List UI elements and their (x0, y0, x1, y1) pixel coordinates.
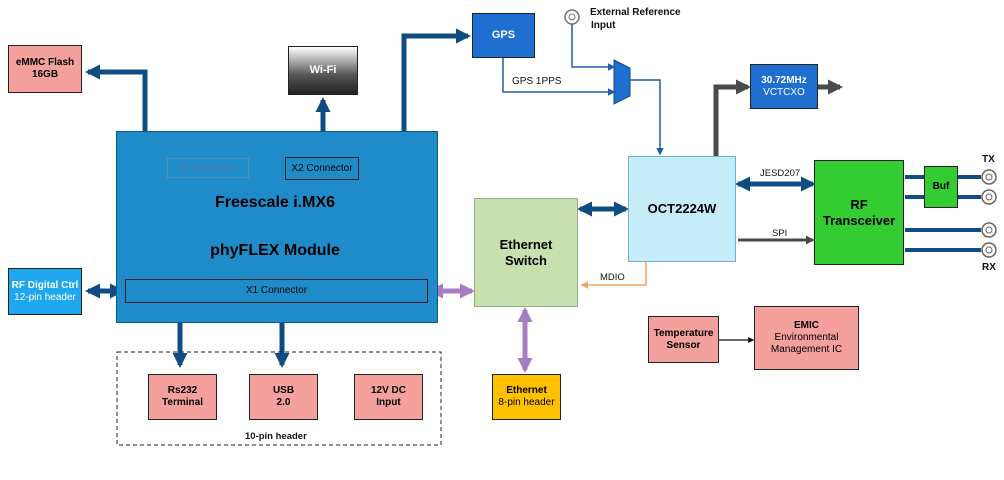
clock-mux (613, 59, 631, 105)
ethswitch-line1: Ethernet (499, 236, 553, 252)
usb-block: USB 2.0 (249, 374, 318, 420)
ethheader-line2: 8-pin header (498, 397, 555, 408)
emic-line2: Environmental (774, 332, 839, 343)
oct-label: OCT2224W (647, 201, 717, 217)
usb-line2: 2.0 (276, 397, 291, 408)
rf-line2: Transceiver (822, 212, 896, 228)
ext-ref-connector-icon (564, 9, 580, 25)
usb-line1: USB (272, 385, 295, 396)
mux-oct-link (630, 79, 664, 156)
module-label2: phyFLEX Module (210, 242, 340, 260)
temperature-sensor-block: Temperature Sensor (648, 316, 719, 363)
vctcxo-block: 30.72MHz VCTCXO (750, 64, 818, 109)
temp-line2: Sensor (666, 339, 701, 351)
ten-pin-header-frame (116, 351, 442, 446)
temp-line1: Temperature (653, 327, 714, 339)
emic-line3: Management IC (770, 344, 843, 355)
gps-label: GPS (491, 28, 516, 41)
tx-connector-icon (981, 169, 997, 205)
oct2224w-block: OCT2224W (628, 156, 736, 262)
ethernet-switch-block: Ethernet Switch (474, 198, 578, 307)
rs232-line1: Rs232 (167, 385, 198, 396)
spi-label: SPI (772, 228, 788, 239)
ext-ref-label-line1: External Reference (590, 7, 681, 18)
x3-label: X3 Connector (178, 162, 238, 174)
rx-label: RX (982, 262, 996, 273)
x2-label: X2 Connector (291, 162, 353, 174)
gps-block: GPS (472, 13, 535, 58)
buf-label: Buf (932, 181, 950, 192)
mdio-label: MDIO (600, 272, 625, 283)
rfctrl-line1: RF Digital Ctrl (11, 279, 79, 291)
emic-line1: EMIC (794, 320, 819, 331)
rs232-block: Rs232 Terminal (148, 374, 217, 420)
jesd207-label: JESD207 (760, 168, 801, 179)
rs232-line2: Terminal (162, 397, 203, 408)
emmc-line1: eMMC Flash (15, 57, 75, 68)
gps-1pps-label: GPS 1PPS (512, 76, 562, 87)
emmc-line2: 16GB (31, 69, 59, 80)
wifi-label: Wi-Fi (309, 63, 337, 76)
rx-connector-icon (981, 222, 997, 258)
x1-connector: X1 Connector (125, 279, 428, 303)
ext-ref-label-line2: Input (591, 20, 616, 31)
ethernet-header-block: Ethernet 8-pin header (492, 374, 561, 420)
buf-block: Buf (924, 166, 958, 208)
emic-block: EMIC Environmental Management IC (754, 306, 859, 370)
module-title-line1: Freescale i.MX6 (150, 190, 400, 216)
module-label1: Freescale i.MX6 (214, 194, 336, 212)
rf-line1: RF (850, 196, 868, 212)
emmc-flash-block: eMMC Flash 16GB (8, 45, 82, 93)
vctcxo-line2: VCTCXO (763, 86, 805, 98)
dc-input-block: 12V DC Input (354, 374, 423, 420)
gps-1pps-link (502, 57, 616, 96)
wifi-block: Wi-Fi (288, 46, 358, 95)
rf-transceiver-block: RF Transceiver (814, 160, 904, 265)
ethswitch-line2: Switch (505, 252, 547, 268)
rfctrl-line2: 12-pin header (14, 291, 76, 303)
tx-label: TX (982, 154, 995, 165)
ethheader-line1: Ethernet (506, 385, 547, 396)
dc-line2: Input (376, 397, 401, 408)
mdio-link (580, 262, 647, 289)
rf-digital-ctrl-block: RF Digital Ctrl 12-pin header (8, 268, 82, 315)
x1-label: X1 Connector (245, 285, 308, 296)
x3-connector: X3 Connector (167, 158, 249, 178)
ext-ref-link (571, 24, 616, 71)
x2-connector: X2 Connector (285, 157, 359, 180)
dc-line1: 12V DC (370, 385, 406, 396)
module-title-line2: phyFLEX Module (150, 238, 400, 264)
ten-pin-header-label: 10-pin header (245, 431, 307, 442)
phyflex-module-block (116, 131, 438, 323)
vctcxo-line1: 30.72MHz (761, 74, 807, 86)
oct-vctcxo-link (713, 79, 751, 156)
